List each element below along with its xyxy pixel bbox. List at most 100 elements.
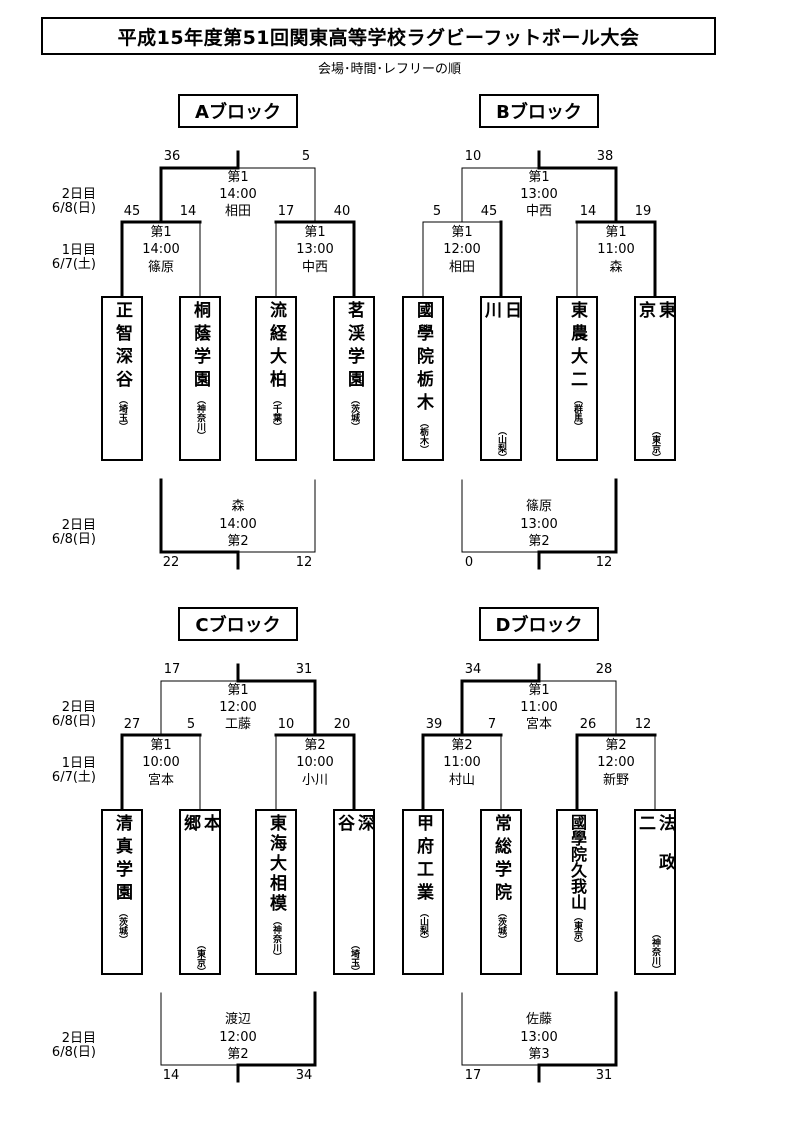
score: 45	[123, 204, 141, 219]
block-b-title: Bブロック	[479, 94, 599, 128]
team-box: 茗渓学園（茨城）	[333, 296, 375, 461]
score: 7	[487, 717, 497, 732]
team-box: 日川 （山梨）	[480, 296, 522, 462]
team-name: 本郷	[180, 814, 220, 881]
score: 14	[179, 204, 197, 219]
match-time: 11:00	[597, 242, 635, 257]
score: 20	[333, 717, 351, 732]
block-c-title: Cブロック	[178, 607, 298, 641]
match-ground: 第1	[227, 683, 249, 698]
match-time: 13:00	[296, 242, 334, 257]
team-prefecture: （埼玉）	[349, 939, 359, 976]
team-prefecture: （山梨）	[496, 425, 506, 462]
team-name: 東農大二	[567, 301, 587, 393]
match-time: 10:00	[142, 755, 180, 770]
team-box: 本郷（東京）	[179, 809, 221, 976]
score: 10	[464, 149, 482, 164]
team-name: 茗渓学園	[344, 301, 364, 393]
team-prefecture: （神奈川）	[195, 395, 205, 440]
day1-date-text: 6/7(土)	[51, 770, 96, 785]
match-referee: 宮本	[525, 717, 553, 732]
team-box: 國學院栃木（栃木）	[402, 296, 444, 461]
score: 34	[464, 662, 482, 677]
team-name: 流経大柏	[266, 301, 286, 393]
match-referee: 相田	[224, 204, 252, 219]
team-name: 正智深谷	[112, 301, 132, 393]
match-ground: 第1	[451, 225, 473, 240]
score: 39	[425, 717, 443, 732]
match-ground: 第1	[150, 738, 172, 753]
match-ground: 第1	[605, 225, 627, 240]
match-time: 12:00	[597, 755, 635, 770]
team-name: 東京	[635, 301, 675, 368]
score: 27	[123, 717, 141, 732]
team-box: 深谷 （埼玉）	[333, 809, 375, 976]
match-time: 13:00	[520, 187, 558, 202]
match-time: 10:00	[296, 755, 334, 770]
match-referee: 中西	[525, 204, 553, 219]
team-box: 甲府工業 （山梨）	[402, 809, 444, 975]
team-box: 東京（東京）	[634, 296, 676, 462]
match-time: 13:00	[520, 1030, 558, 1045]
match-referee: 相田	[448, 260, 476, 275]
match-ground: 第2	[528, 534, 550, 549]
day2-date-text: 6/8(日)	[51, 532, 96, 547]
match-ground: 第1	[528, 683, 550, 698]
score: 17	[464, 1068, 482, 1083]
team-prefecture: （栃木）	[418, 418, 428, 454]
score: 14	[162, 1068, 180, 1083]
team-name: 甲府工業	[413, 814, 433, 906]
match-referee: 小川	[301, 773, 329, 788]
team-box: 流経大柏 （千葉）	[255, 296, 297, 461]
team-box: 桐蔭学園 （神奈川）	[179, 296, 221, 461]
score: 26	[579, 717, 597, 732]
team-prefecture: （埼玉）	[117, 395, 127, 431]
score: 14	[579, 204, 597, 219]
match-referee: 村山	[448, 773, 476, 788]
team-name: 法政二	[635, 814, 675, 892]
score: 12	[595, 555, 613, 570]
match-time: 14:00	[142, 242, 180, 257]
team-name: 清真学園	[112, 814, 132, 906]
team-box: 清真学園（茨城）	[101, 809, 143, 975]
team-box: 常総学院（茨城）	[480, 809, 522, 975]
team-box: 東海大相模（神奈川）	[255, 809, 297, 975]
day2-date-text: 6/8(日)	[51, 1045, 96, 1060]
score: 5	[432, 204, 442, 219]
score: 22	[162, 555, 180, 570]
team-name: 日川	[481, 301, 521, 368]
score: 38	[596, 149, 614, 164]
team-prefecture: （山梨）	[418, 908, 428, 944]
team-prefecture: （千葉）	[271, 395, 281, 431]
score: 17	[277, 204, 295, 219]
score: 12	[295, 555, 313, 570]
score: 45	[480, 204, 498, 219]
match-ground: 第3	[528, 1047, 550, 1062]
match-time: 12:00	[219, 1030, 257, 1045]
match-time: 14:00	[219, 187, 257, 202]
match-referee: 佐藤	[525, 1012, 553, 1027]
block-d-title: Dブロック	[479, 607, 599, 641]
score: 5	[186, 717, 196, 732]
score: 10	[277, 717, 295, 732]
team-name: 桐蔭学園	[190, 301, 210, 393]
match-referee: 森	[609, 260, 623, 275]
match-ground: 第1	[150, 225, 172, 240]
block-a-title: Aブロック	[178, 94, 298, 128]
day1-label-text: 1日目	[61, 243, 96, 258]
match-referee: 工藤	[224, 717, 252, 732]
match-referee: 宮本	[147, 773, 175, 788]
team-prefecture: （東京）	[572, 912, 582, 948]
day2-label-text: 2日目	[61, 518, 96, 533]
match-referee: 篠原	[525, 499, 553, 514]
day2-label-text: 2日目	[61, 187, 96, 202]
team-name: 深谷	[334, 814, 374, 881]
score: 34	[295, 1068, 313, 1083]
